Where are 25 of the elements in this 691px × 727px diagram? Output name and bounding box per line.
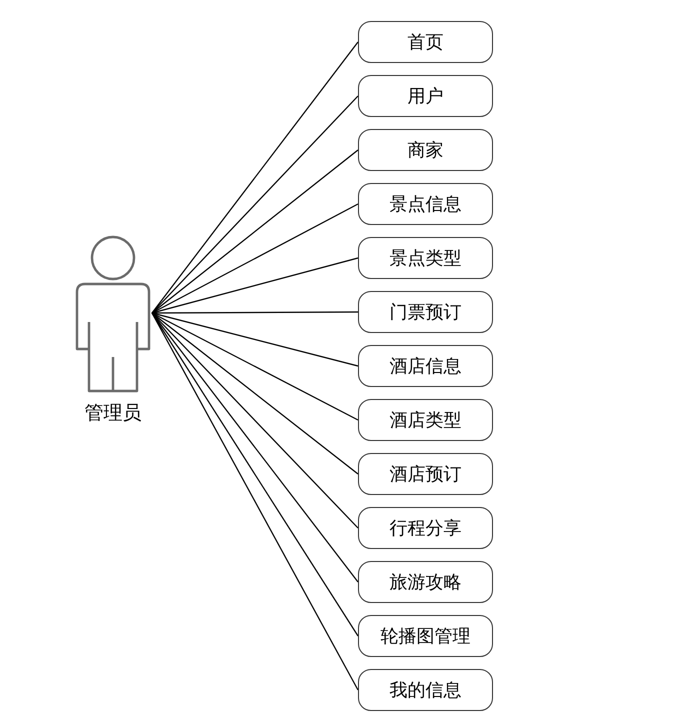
connector-line	[152, 150, 358, 314]
rounded-box: 首页	[358, 21, 493, 63]
rounded-box: 轮播图管理	[358, 615, 493, 657]
connector-line	[152, 42, 358, 314]
rounded-box: 旅游攻略	[358, 561, 493, 603]
connector-line	[152, 312, 358, 421]
connector-line	[152, 203, 358, 314]
connector-line	[152, 96, 358, 314]
rounded-box: 商家	[358, 129, 493, 171]
connector-line	[152, 311, 358, 314]
actor-label: 管理员	[84, 402, 142, 424]
rounded-box: 行程分享	[358, 507, 493, 549]
rounded-box: 景点信息	[358, 183, 493, 225]
rounded-box: 景点类型	[358, 237, 493, 279]
rounded-box: 门票预订	[358, 291, 493, 333]
connector-line	[152, 312, 358, 367]
connector-line	[152, 312, 358, 582]
connector-line	[152, 312, 358, 528]
connector-line	[152, 257, 358, 314]
rounded-box: 酒店信息	[358, 345, 493, 387]
rounded-box: 酒店类型	[358, 399, 493, 441]
rounded-box: 酒店预订	[358, 453, 493, 495]
rounded-box: 用户	[358, 75, 493, 117]
rounded-box: 我的信息	[358, 669, 493, 711]
connector-line	[152, 312, 358, 474]
